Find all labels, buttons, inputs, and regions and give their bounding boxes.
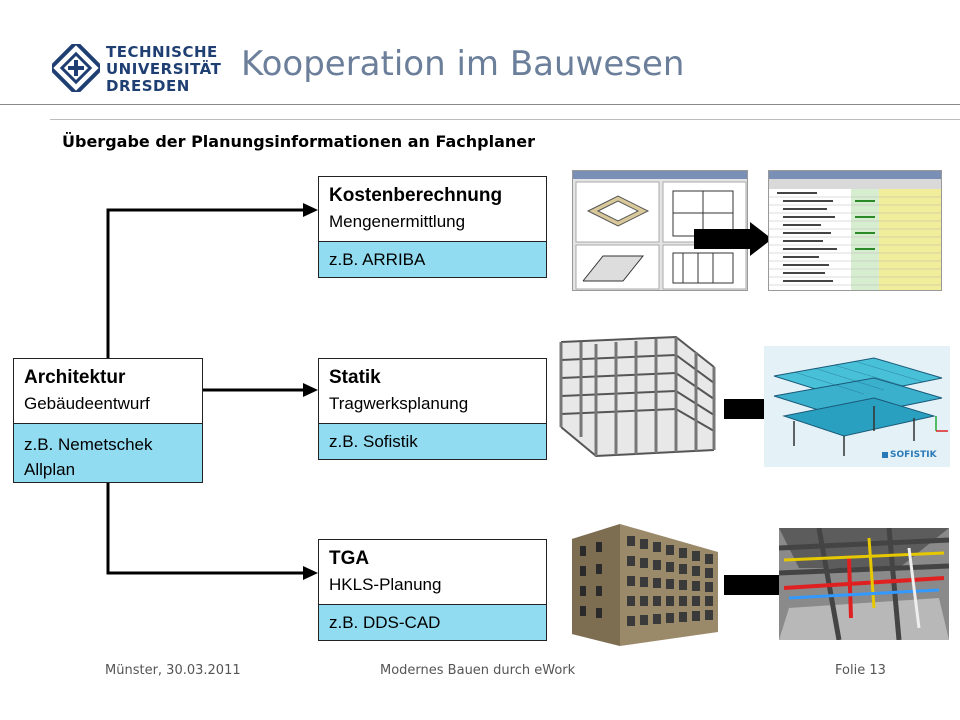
kostenberechnung-title: Kostenberechnung xyxy=(329,185,503,206)
header-divider xyxy=(0,104,960,105)
footer-date: Münster, 30.03.2011 xyxy=(105,663,241,678)
header-divider-secondary xyxy=(50,119,960,120)
tga-tool: z.B. DDS-CAD xyxy=(329,613,441,632)
kostenberechnung-box: Kostenberechnung Mengenermittlung xyxy=(318,176,547,242)
building-frame-model xyxy=(556,332,718,458)
architektur-tool-line-1: z.B. Nemetschek xyxy=(24,435,153,454)
logo-line-3: DRESDEN xyxy=(106,77,190,95)
arriba-table-screenshot xyxy=(768,170,942,291)
building-facade-render xyxy=(572,524,718,646)
statik-tool-box: z.B. Sofistik xyxy=(318,424,547,460)
kostenberechnung-tool-box: z.B. ARRIBA xyxy=(318,242,547,278)
hvac-3d-model xyxy=(779,528,949,640)
statik-tool: z.B. Sofistik xyxy=(329,432,418,451)
footer-slide-number: Folie 13 xyxy=(835,663,886,678)
tga-subtitle: HKLS-Planung xyxy=(329,575,442,594)
sofistik-fem-model: SOFISTIK xyxy=(764,346,950,467)
architektur-subtitle: Gebäudeentwurf xyxy=(24,394,150,413)
tga-tool-box: z.B. DDS-CAD xyxy=(318,605,547,641)
kostenberechnung-tool: z.B. ARRIBA xyxy=(329,250,426,269)
footer-title: Modernes Bauen durch eWork xyxy=(380,663,576,678)
tu-dresden-logo-icon xyxy=(47,39,105,97)
slide-subtitle: Übergabe der Planungsinformationen an Fa… xyxy=(62,132,536,151)
university-name: TECHNISCHE UNIVERSITÄT DRESDEN xyxy=(106,44,221,95)
tga-box: TGA HKLS-Planung xyxy=(318,539,547,605)
statik-title: Statik xyxy=(329,367,381,388)
sofistik-logo-text: SOFISTIK xyxy=(890,450,937,460)
architektur-title: Architektur xyxy=(24,367,126,388)
logo-line-2: UNIVERSITÄT xyxy=(106,60,222,78)
transfer-arrow-icon xyxy=(694,222,774,260)
statik-subtitle: Tragwerksplanung xyxy=(329,394,469,413)
architektur-tool: z.B. Nemetschek Allplan xyxy=(24,432,153,482)
page-title: Kooperation im Bauwesen xyxy=(241,44,685,84)
logo-line-1: TECHNISCHE xyxy=(106,43,218,61)
statik-box: Statik Tragwerksplanung xyxy=(318,358,547,424)
architektur-box: Architektur Gebäudeentwurf xyxy=(13,358,203,424)
kostenberechnung-subtitle: Mengenermittlung xyxy=(329,212,466,231)
architektur-tool-line-2: Allplan xyxy=(24,460,76,479)
architektur-tool-box: z.B. Nemetschek Allplan xyxy=(13,424,203,483)
tga-title: TGA xyxy=(329,548,370,569)
